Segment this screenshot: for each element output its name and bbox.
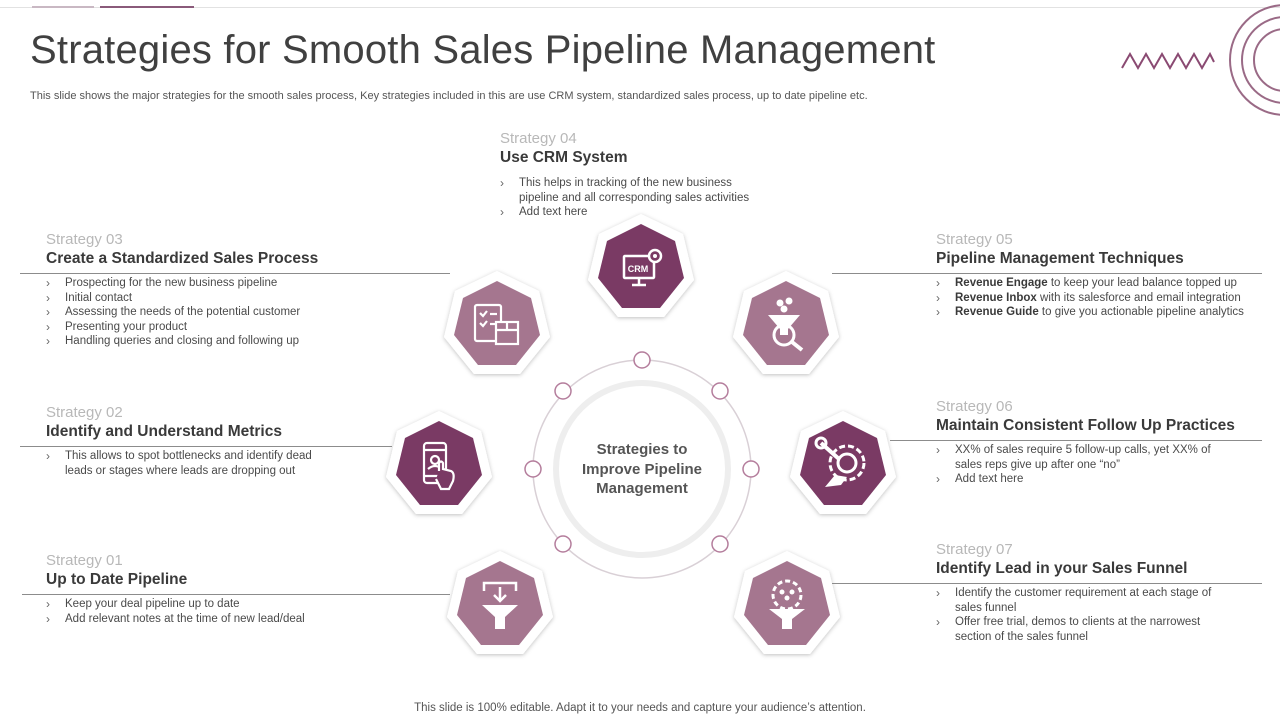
strategy-label: Strategy 01 <box>46 552 123 569</box>
bullet-text: to give you actionable pipeline analytic… <box>1038 306 1244 318</box>
strategy-bullets: XX% of sales require 5 follow-up calls, … <box>936 443 1226 487</box>
strategy-label: Strategy 06 <box>936 398 1013 415</box>
gear-people-funnel-icon <box>769 579 805 629</box>
hub-node <box>711 535 729 553</box>
bullet-item: This helps in tracking of the new busine… <box>500 176 765 205</box>
divider-line <box>890 440 1262 441</box>
strategy-bullets: Keep your deal pipeline up to date Add r… <box>46 597 446 626</box>
bullet-item: Keep your deal pipeline up to date <box>46 597 446 612</box>
footer-note: This slide is 100% editable. Adapt it to… <box>414 702 866 714</box>
funnel-download-icon <box>482 581 518 629</box>
bullet-item: Identify the customer requirement at eac… <box>936 586 1226 615</box>
bullet-text: to keep your lead balance topped up <box>1047 277 1237 289</box>
hub-node <box>633 351 651 369</box>
strategy-label: Strategy 03 <box>46 231 123 248</box>
strategy-04-block: Strategy 04 Use CRM System This helps in… <box>500 130 800 220</box>
top-tab-marker-active <box>100 6 194 8</box>
top-tab-marker <box>32 6 94 8</box>
strategy-bullets: This allows to spot bottlenecks and iden… <box>46 449 331 478</box>
center-line: Improve Pipeline <box>581 460 703 478</box>
hub-node <box>742 460 760 478</box>
bullet-item: Offer free trial, demos to clients at th… <box>936 615 1226 644</box>
strategy-01-block: Strategy 01 Up to Date Pipeline Keep you… <box>46 552 446 626</box>
bullet-item: Add text here <box>500 205 765 220</box>
ring-decoration-inner <box>1253 28 1280 92</box>
page-title: Strategies for Smooth Sales Pipeline Man… <box>30 28 936 72</box>
hub-inner-ring <box>553 380 731 558</box>
ring-decoration-outer <box>1229 4 1280 116</box>
bullet-bold: Revenue Guide <box>955 306 1039 318</box>
top-rule <box>0 7 1280 8</box>
bullet-item: Add text here <box>936 472 1226 487</box>
strategy-heading: Pipeline Management Techniques <box>936 250 1184 267</box>
strategy-06-heptagon <box>790 411 896 514</box>
strategy-01-heptagon <box>447 551 553 654</box>
divider-line <box>832 273 1262 274</box>
bullet-item: Revenue Inbox with its salesforce and em… <box>936 291 1254 306</box>
bullet-text: with its salesforce and email integratio… <box>1036 291 1241 304</box>
decoration <box>1121 4 1280 116</box>
strategy-bullets: Revenue Engage to keep your lead balance… <box>936 276 1254 320</box>
strategy-label: Strategy 02 <box>46 404 123 421</box>
bullet-item: Assessing the needs of the potential cus… <box>46 305 446 320</box>
crm-monitor-gear-icon <box>622 248 663 287</box>
strategy-heading: Maintain Consistent Follow Up Practices <box>936 417 1235 434</box>
strategy-heading: Up to Date Pipeline <box>46 571 188 588</box>
bullet-item: XX% of sales require 5 follow-up calls, … <box>936 443 1226 472</box>
bullet-item: Revenue Guide to give you actionable pip… <box>936 305 1254 320</box>
mobile-touch-icon <box>422 441 455 491</box>
strategy-bullets: Identify the customer requirement at eac… <box>936 586 1226 644</box>
center-line: Strategies to <box>596 441 688 458</box>
strategy-label: Strategy 07 <box>936 541 1013 558</box>
strategy-bullets: Prospecting for the new business pipelin… <box>46 276 446 349</box>
bullet-item: This allows to spot bottlenecks and iden… <box>46 449 331 478</box>
strategy-label: Strategy 04 <box>500 130 577 147</box>
strategy-03-heptagon <box>444 271 550 374</box>
strategy-label: Strategy 05 <box>936 231 1013 248</box>
zigzag-decoration <box>1121 51 1215 71</box>
strategy-02-heptagon <box>386 411 492 514</box>
bullet-item: Initial contact <box>46 291 446 306</box>
strategy-heading: Use CRM System <box>500 149 628 166</box>
strategy-05-heptagon <box>733 271 839 374</box>
bullet-item: Add relevant notes at the time of new le… <box>46 612 446 627</box>
hand-gear-wrench-icon <box>814 436 866 487</box>
strategy-06-block: Strategy 06 Maintain Consistent Follow U… <box>936 398 1266 487</box>
strategy-04-heptagon: CRM <box>588 214 694 317</box>
strategy-05-block: Strategy 05 Pipeline Management Techniqu… <box>936 231 1266 320</box>
bullet-item: Presenting your product <box>46 320 446 335</box>
ring-decoration-mid <box>1241 16 1280 104</box>
strategy-bullets: This helps in tracking of the new busine… <box>500 176 765 220</box>
divider-line <box>20 446 392 447</box>
center-line: Management <box>596 480 688 497</box>
hub-node <box>711 382 729 400</box>
divider-line <box>20 273 450 274</box>
hub-node <box>524 460 542 478</box>
hub-node <box>554 382 572 400</box>
divider-line <box>22 594 450 595</box>
strategy-heading: Create a Standardized Sales Process <box>46 250 319 267</box>
checklist-box-icon <box>473 303 520 346</box>
bullet-item: Revenue Engage to keep your lead balance… <box>936 276 1254 291</box>
bullet-bold: Revenue Engage <box>955 277 1048 289</box>
funnel-magnifier-icon <box>768 297 804 352</box>
strategy-heading: Identify Lead in your Sales Funnel <box>936 560 1188 577</box>
hub-node <box>554 535 572 553</box>
strategy-02-block: Strategy 02 Identify and Understand Metr… <box>46 404 386 478</box>
divider-line <box>832 583 1262 584</box>
bullet-bold: Revenue Inbox <box>955 291 1037 304</box>
bullet-item: Prospecting for the new business pipelin… <box>46 276 446 291</box>
strategy-07-block: Strategy 07 Identify Lead in your Sales … <box>936 541 1266 644</box>
strategy-03-block: Strategy 03 Create a Standardized Sales … <box>46 231 446 349</box>
page-subtitle: This slide shows the major strategies fo… <box>30 90 868 102</box>
strategy-07-heptagon <box>734 551 840 654</box>
crm-icon-label: CRM <box>628 264 649 274</box>
bullet-item: Handling queries and closing and followi… <box>46 334 446 349</box>
strategy-heading: Identify and Understand Metrics <box>46 423 282 440</box>
center-hub-text: Strategies to Improve Pipeline Managemen… <box>572 440 712 499</box>
